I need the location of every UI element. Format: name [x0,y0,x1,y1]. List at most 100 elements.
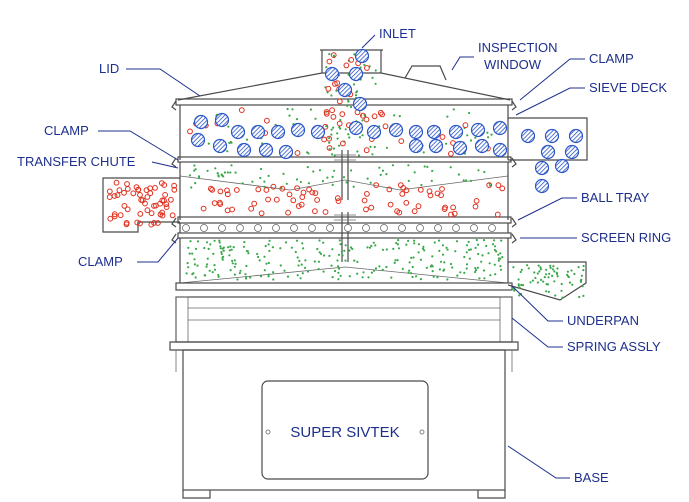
fine-particle [325,125,328,128]
medium-particle [364,65,370,71]
medium-particle [265,196,272,203]
fine-particle [209,243,212,246]
fine-particle [549,266,552,269]
medium-particle [163,204,170,211]
medium-particle [295,203,302,210]
fine-particle [494,273,497,276]
fine-particle [579,280,583,283]
fine-particle [543,276,546,279]
medium-particle [434,190,441,197]
tray-ball [434,224,442,232]
tray-ball [470,224,478,232]
medium-particle [137,211,144,217]
fine-particle [411,265,414,269]
fine-particle [556,267,559,270]
fine-particle [239,269,242,272]
medium-particle [111,213,118,220]
fine-particle [548,272,551,275]
fine-particle [443,268,446,271]
large-particle [426,124,442,140]
fine-particle [582,269,585,272]
medium-particle [123,221,130,228]
inspection-window [404,65,447,81]
fine-particle [336,132,339,135]
fine-particle [193,169,196,172]
fine-particle [229,269,232,272]
fine-particle [359,66,362,69]
fine-particle [349,105,353,109]
inspection-label-line1: INSPECTION [478,40,557,55]
medium-particle [363,206,369,213]
fine-particle [491,243,495,246]
large-particle [366,124,382,140]
medium-particle [168,196,174,203]
fine-particle [241,182,244,185]
fine-particle [205,265,208,268]
medium-particle [415,203,422,210]
tray-ball [218,224,226,232]
fine-particle [545,283,548,286]
fine-particle [227,246,230,249]
fine-particle [245,264,248,268]
fine-particle [379,173,382,176]
fine-particle [322,254,326,257]
fine-particle [212,252,215,255]
medium-particle [373,182,380,189]
fine-particle [547,276,550,279]
fine-particle [582,264,585,268]
fine-particle [326,91,329,94]
fine-particle [489,184,492,187]
medium-particle [121,189,127,196]
fine-particle [411,275,414,279]
fine-particle [413,171,416,174]
medium-particle [499,185,506,192]
large-particle [290,122,306,138]
fine-particle [431,255,434,258]
fine-particle [331,175,334,178]
fine-particle [423,165,426,168]
fine-particle [230,248,233,251]
fine-particle [410,256,413,259]
fine-particle [336,137,339,140]
fine-particle [468,248,471,251]
fine-particle [445,246,448,249]
fine-particle [295,118,299,121]
fine-particle [271,246,274,249]
fine-particle [226,171,229,174]
fine-particle [265,262,268,265]
inspection-label-line2: WINDOW [484,57,542,72]
fine-particle [465,179,468,182]
fine-particle [529,281,532,284]
large-particle [270,124,286,140]
medium-particle [224,191,231,198]
fine-particle [343,249,346,252]
fine-particle [242,245,245,248]
fine-particle [483,277,486,280]
fine-particle [423,249,426,252]
medium-particle [462,122,469,129]
fine-particle [188,252,191,255]
fine-particle [213,239,216,242]
medium-particle [258,210,265,217]
fine-particle [213,264,216,267]
fine-particle [393,114,396,117]
medium-particle [113,179,120,186]
fine-particle [421,247,425,250]
medium-particle [151,220,157,226]
medium-particle [111,211,118,218]
fine-particle [362,271,365,274]
fine-particle [419,258,422,261]
large-particle [544,128,560,144]
fine-particle [500,239,503,242]
fine-particle [233,259,236,262]
fine-particle [229,171,232,174]
medium-particle [117,212,124,219]
fine-particle [267,243,270,246]
fine-particle [301,272,304,275]
fine-particle [549,264,552,267]
fine-particle [401,267,404,270]
medium-particle [403,199,410,206]
tray-ball [416,224,424,232]
fine-particle [536,281,540,284]
fine-particle [385,265,388,269]
